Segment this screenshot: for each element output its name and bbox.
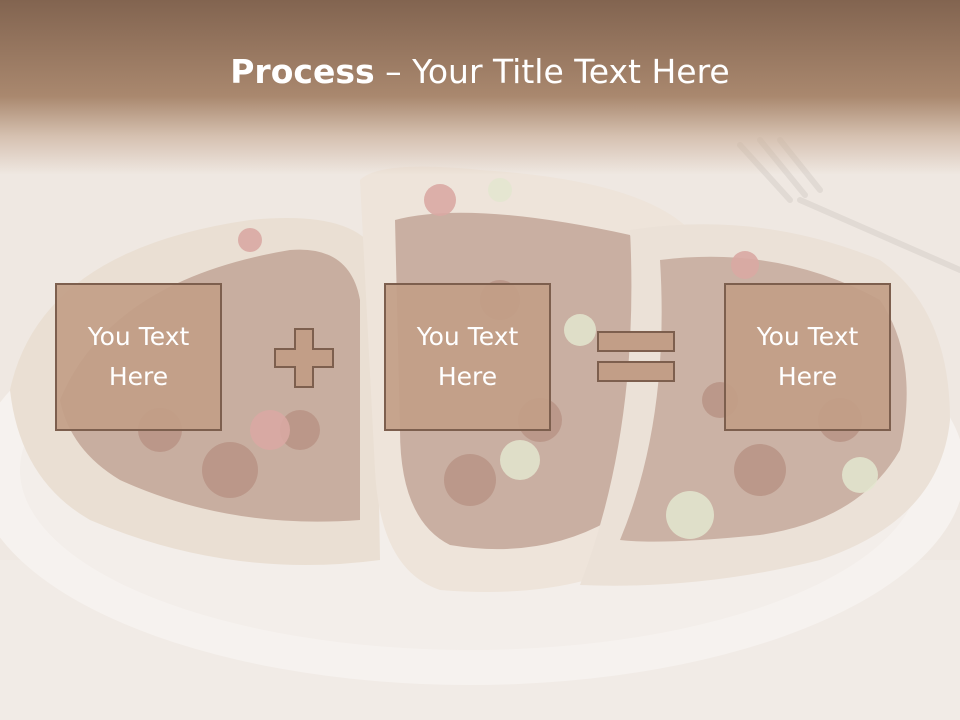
process-box-3-line1: You Text	[756, 322, 859, 351]
title-dash: –	[374, 52, 413, 91]
process-box-3-line2: Here	[777, 362, 838, 391]
process-box-1-line1: You Text	[87, 322, 190, 351]
process-box-2-line1: You Text	[416, 322, 519, 351]
plus-icon	[274, 328, 334, 388]
process-box-1-line2: Here	[108, 362, 169, 391]
process-box-1: You Text Here	[55, 283, 222, 431]
title-rest: Your Title Text Here	[412, 52, 730, 91]
slide-title: Process – Your Title Text Here	[0, 52, 960, 91]
title-bold-part: Process	[230, 52, 375, 91]
process-box-2: You Text Here	[384, 283, 551, 431]
title-band	[0, 0, 960, 175]
process-box-2-line2: Here	[437, 362, 498, 391]
equals-icon	[597, 331, 675, 382]
process-box-3: You Text Here	[724, 283, 891, 431]
